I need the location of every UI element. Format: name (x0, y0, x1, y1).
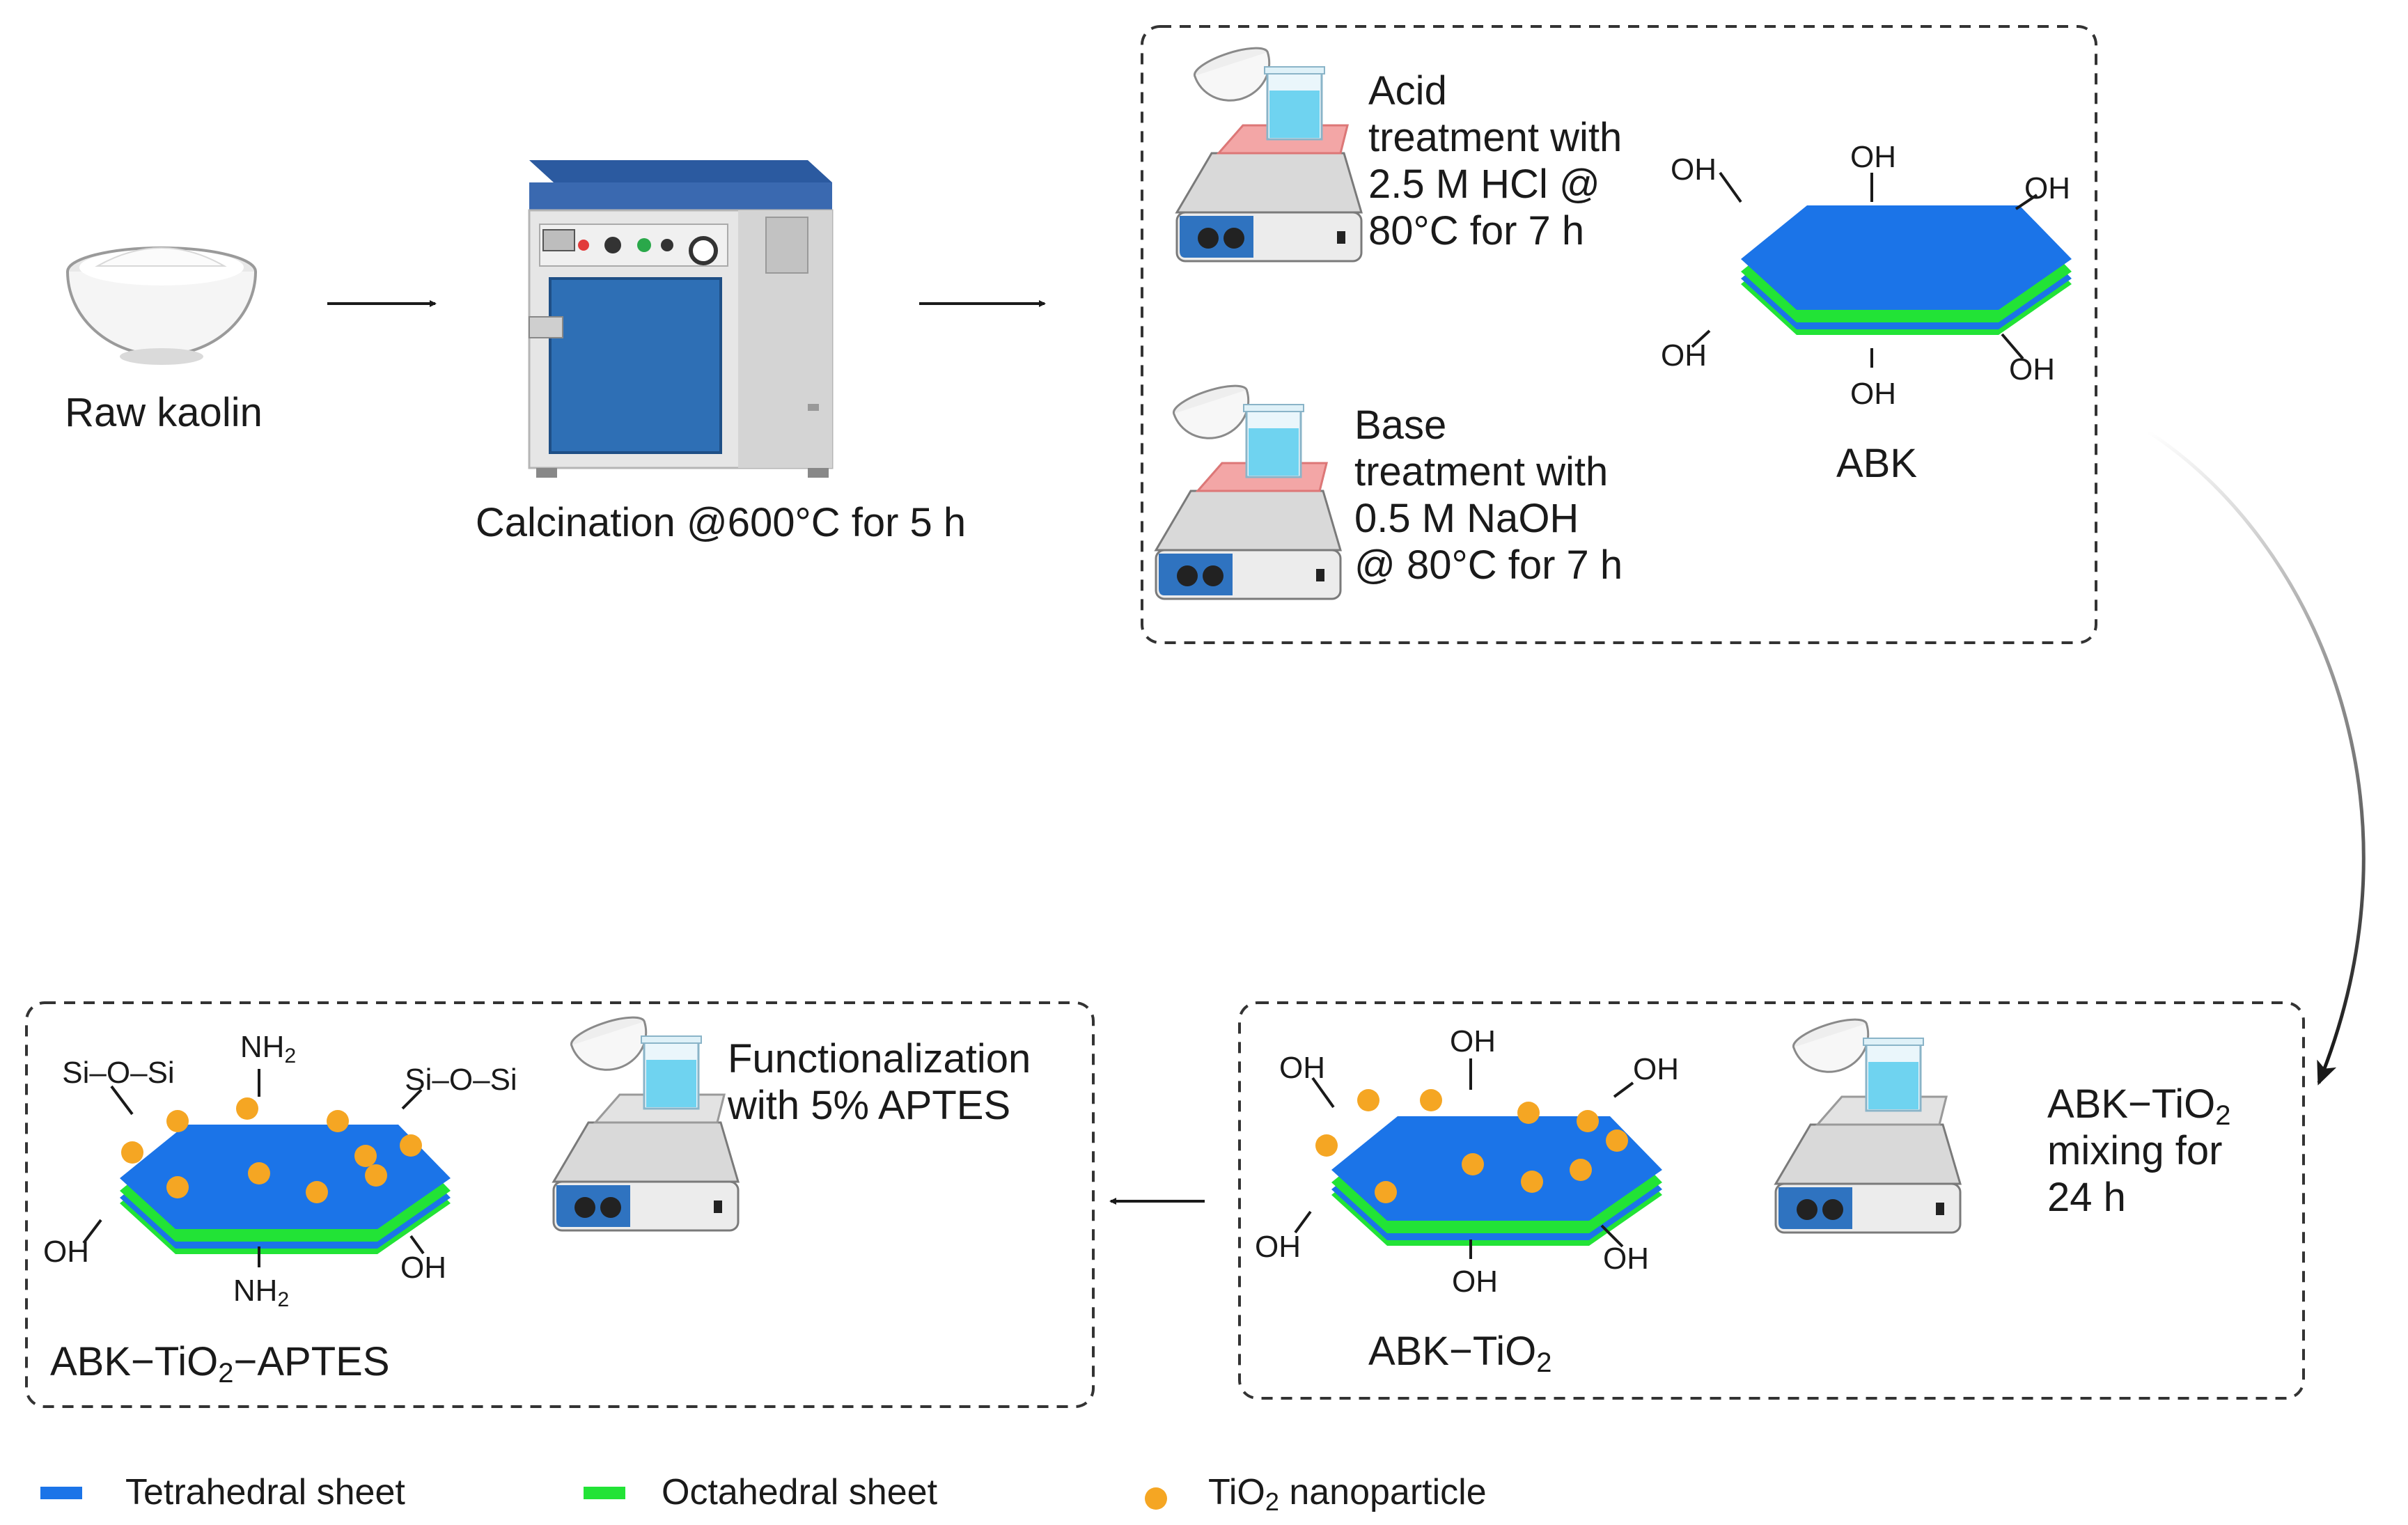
acid-hotplate-icon (1177, 42, 1361, 261)
tio2-nanoparticle (166, 1176, 189, 1198)
svg-text:Si–O–Si: Si–O–Si (62, 1056, 174, 1090)
mixing-box (1238, 1001, 2305, 1400)
tio2-nanoparticle (1577, 1110, 1599, 1132)
tio2-nanoparticle (166, 1110, 189, 1132)
legend-octahedral-label: Octahedral sheet (662, 1472, 938, 1512)
svg-text:OH: OH (1603, 1242, 1649, 1276)
svg-text:Si–O–Si: Si–O–Si (405, 1063, 517, 1097)
svg-text:OH: OH (1279, 1051, 1325, 1085)
tio2-nanoparticle (400, 1134, 422, 1157)
abk-label: ABK (1836, 441, 1917, 486)
tio2-nanoparticle (236, 1097, 258, 1120)
tio2-nanoparticle (1375, 1181, 1397, 1203)
svg-text:OH: OH (1850, 377, 1896, 411)
mixing-hotplate-icon (1776, 1013, 1960, 1233)
abk-tio2-aptes-structure: Si–O–Si NH2 Si–O–Si OH NH2 OH (43, 1030, 517, 1311)
svg-text:OH: OH (1633, 1052, 1679, 1086)
svg-text:NH2: NH2 (233, 1274, 289, 1311)
svg-text:NH2: NH2 (240, 1030, 296, 1068)
svg-text:OH: OH (1671, 152, 1717, 187)
svg-text:OH: OH (1661, 338, 1707, 373)
legend-tetrahedral-swatch (40, 1487, 82, 1499)
tio2-nanoparticle (1462, 1153, 1484, 1175)
tio2-nanoparticle (1315, 1134, 1338, 1157)
abk-tio2-label: ABK−TiO2 (1368, 1329, 1551, 1378)
tio2-nanoparticle (1521, 1171, 1543, 1193)
legend-tio2-swatch (1145, 1487, 1167, 1510)
tio2-nanoparticle (1570, 1159, 1592, 1181)
svg-text:OH: OH (1255, 1230, 1301, 1264)
legend-octahedral-swatch (584, 1487, 625, 1499)
tio2-nanoparticle (365, 1164, 387, 1187)
svg-text:OH: OH (1452, 1265, 1498, 1299)
tio2-nanoparticle (1517, 1102, 1540, 1124)
tio2-nanoparticle (1420, 1089, 1442, 1111)
base-treatment-text: Base treatment with 0.5 M NaOH @ 80°C fo… (1354, 402, 1623, 588)
abk-tio2-aptes-label: ABK−TiO2−APTES (50, 1339, 390, 1389)
tio2-nanoparticle (327, 1110, 349, 1132)
mixing-text: ABK−TiO2 mixing for 24 h (2047, 1081, 2242, 1220)
furnace-icon (528, 160, 834, 478)
tio2-nanoparticle (1606, 1129, 1628, 1152)
abk-structure: OH OH OH OH OH OH (1661, 140, 2072, 411)
svg-text:OH: OH (1850, 140, 1896, 174)
tio2-nanoparticle (306, 1181, 328, 1203)
tio2-nanoparticle (121, 1141, 143, 1164)
functionalization-hotplate-icon (554, 1011, 738, 1230)
tio2-nanoparticle (1357, 1089, 1379, 1111)
svg-text:OH: OH (2009, 352, 2055, 386)
legend-tio2-label: TiO2 nanoparticle (1208, 1472, 1487, 1516)
legend: Tetrahedral sheet Octahedral sheet TiO2 … (40, 1472, 1487, 1516)
tio2-nanoparticle (248, 1162, 270, 1184)
svg-text:OH: OH (400, 1251, 446, 1285)
tio2-nanoparticle (354, 1145, 377, 1167)
raw-kaolin-bowl-icon (66, 247, 257, 365)
legend-tetrahedral-label: Tetrahedral sheet (125, 1472, 405, 1512)
functionalization-box (25, 1001, 1095, 1408)
curved-arrow (2147, 430, 2366, 1086)
treatment-box (1141, 25, 2097, 644)
acid-treatment-text: Acid treatment with 2.5 M HCl @ 80°C for… (1368, 68, 1633, 253)
base-hotplate-icon (1156, 380, 1340, 599)
abk-tio2-structure: OH OH OH OH OH OH (1255, 1024, 1679, 1299)
svg-text:OH: OH (43, 1235, 89, 1269)
functionalization-text: Functionalization with 5% APTES (727, 1036, 1042, 1128)
svg-text:OH: OH (2024, 171, 2070, 205)
svg-text:OH: OH (1450, 1024, 1496, 1058)
raw-kaolin-label: Raw kaolin (65, 390, 263, 435)
calcination-label: Calcination @600°C for 5 h (476, 500, 966, 545)
